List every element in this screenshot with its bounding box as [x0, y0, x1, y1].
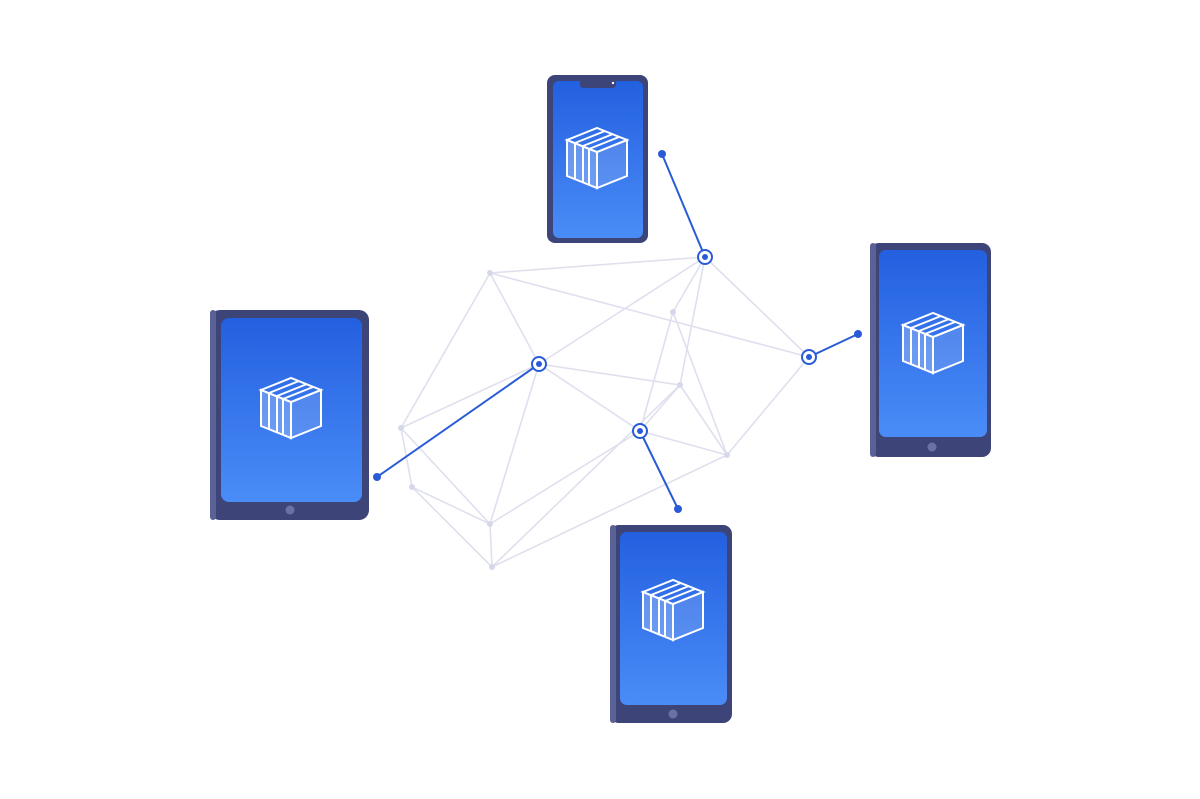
- node-ring-icon: [632, 423, 648, 439]
- device-phone-right: [870, 243, 991, 457]
- link-endpoint: [658, 150, 666, 158]
- mesh-node: [670, 309, 676, 315]
- home-button: [285, 505, 295, 515]
- notch: [580, 81, 616, 88]
- network-nodes: [398, 270, 730, 570]
- mesh-node: [489, 564, 495, 570]
- mesh-node: [487, 270, 493, 276]
- device-phone-top: [547, 75, 648, 243]
- node-ring-icon: [697, 249, 713, 265]
- mesh-node: [409, 484, 415, 490]
- link-endpoint: [854, 330, 862, 338]
- node-ring-icon: [531, 356, 547, 372]
- device-links: [373, 150, 862, 513]
- home-button: [668, 709, 678, 719]
- device-phone-bottom: [610, 525, 732, 723]
- home-button: [927, 442, 937, 452]
- network-mesh: [400, 256, 810, 568]
- device-tablet-left: [210, 310, 369, 520]
- mesh-node: [677, 382, 683, 388]
- mesh-node: [487, 521, 493, 527]
- hub-nodes: [531, 249, 817, 439]
- mesh-node: [398, 425, 404, 431]
- link-endpoint: [674, 505, 682, 513]
- mesh-node: [724, 452, 730, 458]
- node-ring-icon: [801, 349, 817, 365]
- link-endpoint: [373, 473, 381, 481]
